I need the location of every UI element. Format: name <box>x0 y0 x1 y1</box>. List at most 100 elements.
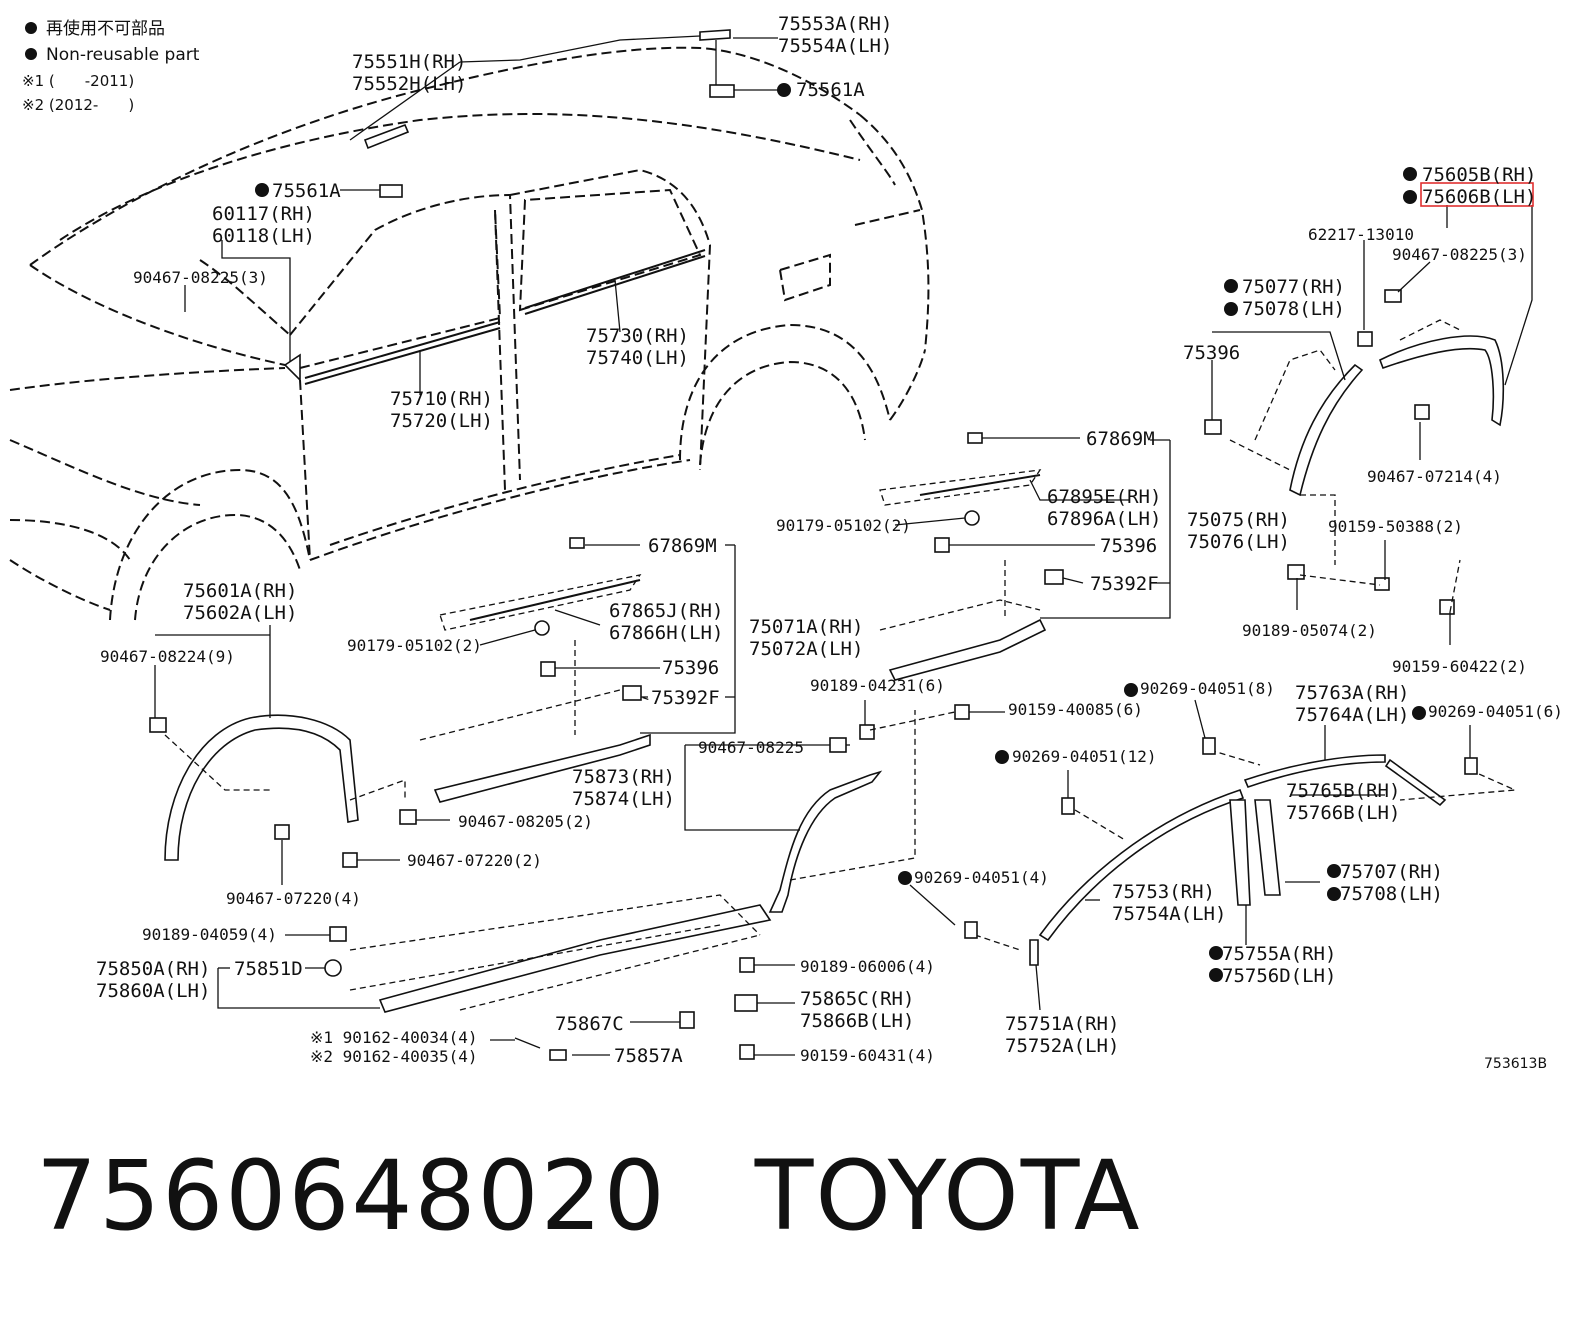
clip-75396-rear <box>1204 419 1222 435</box>
non-reusable-dot <box>898 871 912 885</box>
label-75076: 75076(LH) <box>1187 531 1290 553</box>
clip-67869m-r <box>967 432 983 444</box>
label-75740: 75740(LH) <box>586 347 689 369</box>
front-wheel-molding-group <box>164 714 406 861</box>
label-90189-04231: 90189-04231(6) <box>810 676 945 695</box>
clip-75857a <box>549 1049 567 1061</box>
label-75708: 75708(LH) <box>1340 883 1443 905</box>
screw-90467-08225-b <box>829 737 847 753</box>
clip-75867c <box>679 1011 695 1029</box>
label-90467-08225-b: 90467-08225 <box>698 738 804 757</box>
clip-90159-40085 <box>954 704 970 720</box>
label-90159-50388: 90159-50388(2) <box>1328 517 1463 536</box>
clip-90189-04059 <box>329 926 347 942</box>
leader-lines <box>154 35 1533 1056</box>
rear-wheel-molding-group <box>1229 319 1505 565</box>
screw-90467-08224 <box>149 717 167 733</box>
label-75860a: 75860A(LH) <box>96 980 210 1002</box>
front-door-lower-molding <box>419 574 651 803</box>
label-75605b: 75605B(RH) <box>1422 164 1536 186</box>
clip-75561a <box>379 184 403 198</box>
label-90467-08224: 90467-08224(9) <box>100 647 235 666</box>
clip-90189-06006 <box>739 957 755 973</box>
screw-90467-08205 <box>399 809 417 825</box>
label-75764a: 75764A(LH) <box>1295 704 1409 726</box>
label-62217: 62217-13010 <box>1308 225 1414 244</box>
legend-note-1: ※1 ( -2011) <box>22 72 134 90</box>
label-75755a: 75755A(RH) <box>1222 943 1336 965</box>
clip-75851d <box>324 959 342 977</box>
legend-jp: 再使用不可部品 <box>46 18 165 39</box>
screw-90269-12 <box>1061 797 1075 815</box>
clip-75396-mid <box>934 537 950 553</box>
diagram-code: 753613B <box>1484 1056 1547 1072</box>
highlight-75606b <box>1420 182 1534 207</box>
screw-90269-4 <box>964 921 978 939</box>
clip-75392f-r <box>1044 569 1064 585</box>
clip-90189-04231 <box>859 724 875 740</box>
label-75730: 75730(RH) <box>586 325 689 347</box>
front-door-belt-molding-inner <box>304 327 501 385</box>
screw-90467-08225 <box>1384 289 1402 303</box>
label-90467-07220-a: 90467-07220(2) <box>407 851 542 870</box>
rocker-molding <box>349 894 772 1013</box>
screw-90467-07220-b <box>274 824 290 840</box>
label-90467-08205: 90467-08205(2) <box>458 812 593 831</box>
label-75396-r: 75396 <box>1183 342 1240 364</box>
part-number-footer: 7560648020 TOYOTA <box>36 1140 1142 1260</box>
mirror-garnish <box>283 353 301 382</box>
non-reusable-dot <box>1224 302 1238 316</box>
label-90179-l: 90179-05102(2) <box>347 636 482 655</box>
label-90179-r: 90179-05102(2) <box>776 516 911 535</box>
label-67866h: 67866H(LH) <box>609 622 723 644</box>
label-75071a: 75071A(RH) <box>749 616 863 638</box>
screw-90159-50388 <box>1374 577 1390 591</box>
part-labels: 75553A(RH) 75554A(LH) 75551H(RH) 75552H(… <box>96 13 1563 1072</box>
rear-door-belt-molding <box>524 249 706 309</box>
label-90467-08225-3b: 90467-08225(3) <box>1392 245 1527 264</box>
screw-90159-60431 <box>739 1044 755 1060</box>
legend-en: Non-reusable part <box>46 45 200 65</box>
non-reusable-dot <box>255 183 269 197</box>
label-90269-8: 90269-04051(8) <box>1140 679 1275 698</box>
label-67869m-r: 67869M <box>1086 428 1155 450</box>
label-90159-60431: 90159-60431(4) <box>800 1046 935 1065</box>
front-door-belt-molding <box>304 321 501 379</box>
non-reusable-dot <box>995 750 1009 764</box>
label-75072a: 75072A(LH) <box>749 638 863 660</box>
clip-90179-l <box>534 620 550 636</box>
label-75710: 75710(RH) <box>390 388 493 410</box>
brand-name: TOYOTA <box>754 1140 1142 1252</box>
legend-note-2: ※2 (2012- ) <box>22 96 134 114</box>
non-reusable-dot <box>1403 167 1417 181</box>
label-90159-40085: 90159-40085(6) <box>1008 700 1143 719</box>
clip-62217 <box>1357 331 1373 347</box>
non-reusable-dot <box>1327 887 1341 901</box>
label-75601a: 75601A(RH) <box>183 580 297 602</box>
label-60118: 60118(LH) <box>212 225 315 247</box>
non-reusable-dot <box>1327 864 1341 878</box>
label-75851d: 75851D <box>234 958 303 980</box>
label-75874: 75874(LH) <box>572 788 675 810</box>
label-75873: 75873(RH) <box>572 766 675 788</box>
non-reusable-dot <box>1209 946 1223 960</box>
label-75720: 75720(LH) <box>390 410 493 432</box>
label-67896a: 67896A(LH) <box>1047 508 1161 530</box>
label-75552h: 75552H(LH) <box>352 73 466 95</box>
label-75554a: 75554A(LH) <box>778 35 892 57</box>
non-reusable-bullet-icon <box>25 22 37 34</box>
vehicle-body-outline <box>9 46 930 621</box>
label-90269-12: 90269-04051(12) <box>1012 747 1157 766</box>
quarter-molding-75873 <box>768 770 883 913</box>
label-75606b: 75606B(LH) <box>1422 186 1536 208</box>
bracket-75865c <box>734 994 758 1012</box>
screw-90162 <box>514 1037 541 1049</box>
clip-67869m-l <box>569 537 585 549</box>
non-reusable-dot <box>1124 683 1138 697</box>
label-75553a: 75553A(RH) <box>778 13 892 35</box>
clip-90179-r <box>964 510 980 526</box>
label-75752a: 75752A(LH) <box>1005 1035 1119 1057</box>
non-reusable-bullet-icon <box>25 48 37 60</box>
label-75077: 75077(RH) <box>1242 276 1345 298</box>
label-75392f-r: 75392F <box>1090 573 1159 595</box>
